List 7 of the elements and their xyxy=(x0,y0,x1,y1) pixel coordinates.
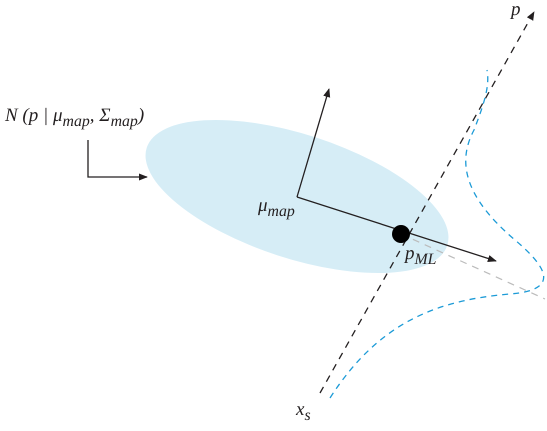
ellipse-region xyxy=(145,120,449,273)
axis-label: x$_{s}$ xyxy=(296,400,311,424)
mean-label: μ$_{map}$ xyxy=(258,196,295,220)
distribution-label: N (p | μ$_{map}$, Σ$_{map}$) xyxy=(5,106,144,130)
axis-label: p xyxy=(511,0,520,21)
point-label: p$_{ML}$ xyxy=(405,244,436,268)
arrow xyxy=(87,140,148,181)
